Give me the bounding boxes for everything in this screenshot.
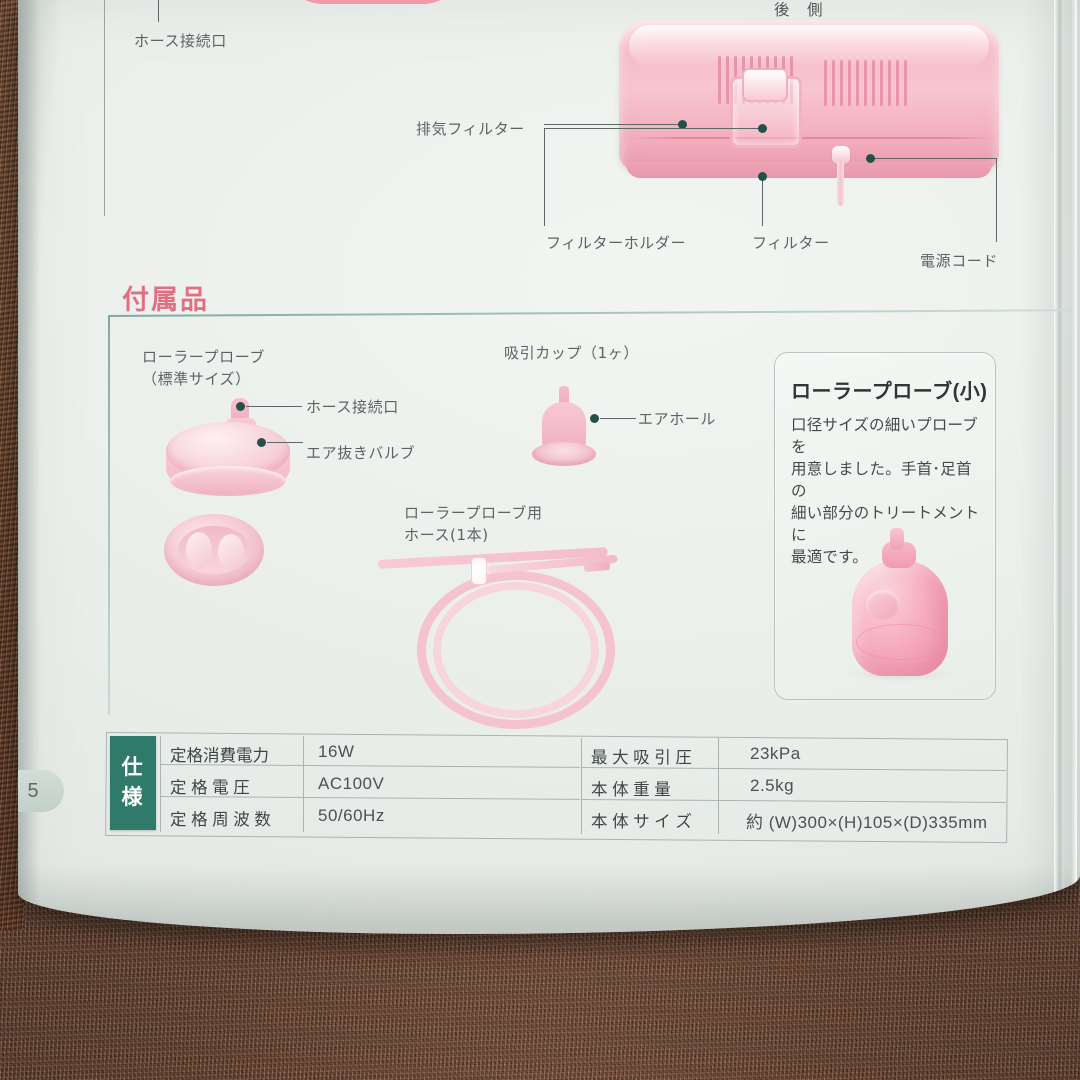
hose-connector-tip — [583, 561, 611, 573]
dot-filter — [758, 172, 767, 181]
roller-probe-small-card: ローラープローブ(小) 口径サイズの細いプローブを 用意しました。手首･足首の … — [774, 352, 996, 700]
roller-probe-standard-title-2: （標準サイズ） — [142, 370, 251, 388]
suction-cup-rim — [532, 442, 596, 466]
hose-title-2: ホース(1本) — [404, 526, 489, 544]
unit-highlight — [629, 25, 989, 67]
page-right-edge-inner — [1071, 0, 1077, 934]
callout-filter-holder: フィルターホルダー — [546, 234, 687, 252]
page-content: 後 側 ホース接続口 排気フィルター フ — [18, 0, 1080, 934]
roller-probe-roller-right — [218, 534, 244, 570]
spec-badge-line-1: 仕 — [121, 755, 145, 779]
card-body-line-4: 最適です。 — [791, 549, 868, 566]
dot-air-release-valve — [257, 438, 266, 447]
accessories-rule-left — [108, 315, 110, 715]
spec-key-max-suction: 最 大 吸 引 圧 — [591, 749, 692, 767]
roller-probe-small-stem — [890, 528, 904, 550]
spec-value-size: 約 (W)300×(H)105×(D)335mm — [746, 813, 988, 832]
spec-key-weight: 本 体 重 量 — [591, 781, 671, 799]
rear-view-label: 後 側 — [774, 2, 824, 19]
roller-probe-small-title: ローラープローブ(小) — [791, 381, 988, 403]
filter-cap-illustration — [742, 68, 788, 102]
hose-coil-outer — [417, 571, 615, 729]
roller-probe-small-ring — [856, 624, 946, 660]
spec-right-key-border — [718, 738, 719, 834]
dot-power-cord — [866, 154, 875, 163]
leader-filter-holder-h — [544, 128, 762, 129]
accessories-heading: 付属品 — [122, 285, 209, 315]
spec-value-rated-frequency: 50/60Hz — [318, 806, 385, 825]
hose-coil-inner — [433, 582, 599, 718]
leader-exhaust-filter — [544, 124, 682, 125]
callout-air-release-valve: エア抜きバルブ — [306, 444, 416, 462]
spec-badge-line-2: 様 — [121, 786, 145, 809]
spec-value-max-suction: 23kPa — [750, 744, 801, 763]
spec-key-rated-voltage: 定 格 電 圧 — [170, 779, 250, 797]
dot-air-hole — [590, 414, 599, 423]
spec-key-rated-frequency: 定 格 周 波 数 — [170, 811, 271, 829]
callout-hose-port-top: ホース接続口 — [134, 32, 227, 50]
manual-page: 後 側 ホース接続口 排気フィルター フ — [18, 0, 1080, 934]
callout-exhaust-filter: 排気フィルター — [416, 120, 525, 138]
dot-hose-port — [236, 402, 245, 411]
leader-filter-holder-v — [544, 128, 545, 226]
callout-power-cord: 電源コード — [920, 252, 999, 270]
spec-value-rated-power: 16W — [318, 742, 355, 761]
spec-left-key-border — [303, 736, 304, 832]
spec-right-col-border — [581, 738, 582, 834]
page-spine — [18, 0, 40, 934]
dot-exhaust-filter — [678, 120, 687, 129]
card-body-line-3: 細い部分のトリートメントに — [791, 505, 980, 544]
leader-hose-port — [246, 406, 302, 407]
callout-hose-port: ホース接続口 — [306, 398, 399, 416]
leader-power-cord-v — [996, 158, 997, 242]
leader-hose-port-top — [158, 0, 159, 22]
power-cord-illustration — [837, 160, 844, 206]
leader-filter — [762, 180, 763, 226]
hose-band — [471, 557, 487, 585]
dot-filter-holder — [758, 124, 767, 133]
roller-probe-ring — [170, 466, 286, 496]
page-number: 5 — [27, 779, 39, 802]
card-body-line-2: 用意しました。手首･足首の — [791, 461, 972, 500]
previous-figure-clip — [283, 0, 463, 4]
spec-value-weight: 2.5kg — [750, 776, 795, 795]
diagram-left-rule — [104, 0, 105, 216]
main-unit-illustration — [619, 20, 999, 170]
leader-air-release-valve — [267, 442, 303, 443]
hose-title-1: ローラープローブ用 — [404, 504, 543, 522]
callout-filter: フィルター — [752, 234, 830, 252]
power-cord-plug-illustration — [832, 146, 850, 164]
spec-left-col-border — [160, 736, 161, 832]
page-number-tab: 5 — [18, 770, 64, 812]
roller-probe-small-side-port — [866, 590, 900, 620]
vent-group-right — [824, 60, 907, 106]
spec-value-rated-voltage: AC100V — [318, 774, 385, 793]
page-right-edge — [1054, 0, 1064, 934]
roller-probe-roller-left — [186, 532, 212, 568]
leader-power-cord-h — [874, 158, 996, 159]
leader-air-hole — [600, 418, 636, 419]
accessories-rule — [107, 309, 1070, 317]
card-body-line-1: 口径サイズの細いプローブを — [791, 417, 979, 456]
spec-key-size: 本 体 サ イ ズ — [591, 813, 692, 831]
callout-air-hole: エアホール — [638, 410, 717, 428]
roller-probe-standard-title-1: ローラープローブ — [142, 348, 266, 366]
suction-cup-stem — [559, 386, 569, 406]
spec-badge: 仕 様 — [110, 736, 156, 830]
roller-probe-small-body: 口径サイズの細いプローブを 用意しました。手首･足首の 細い部分のトリートメント… — [791, 415, 983, 569]
unit-base — [626, 162, 992, 178]
suction-cup-title: 吸引カップ（1ヶ） — [504, 344, 639, 362]
unit-seam — [630, 137, 992, 139]
spec-key-rated-power: 定格消費電力 — [170, 747, 269, 765]
